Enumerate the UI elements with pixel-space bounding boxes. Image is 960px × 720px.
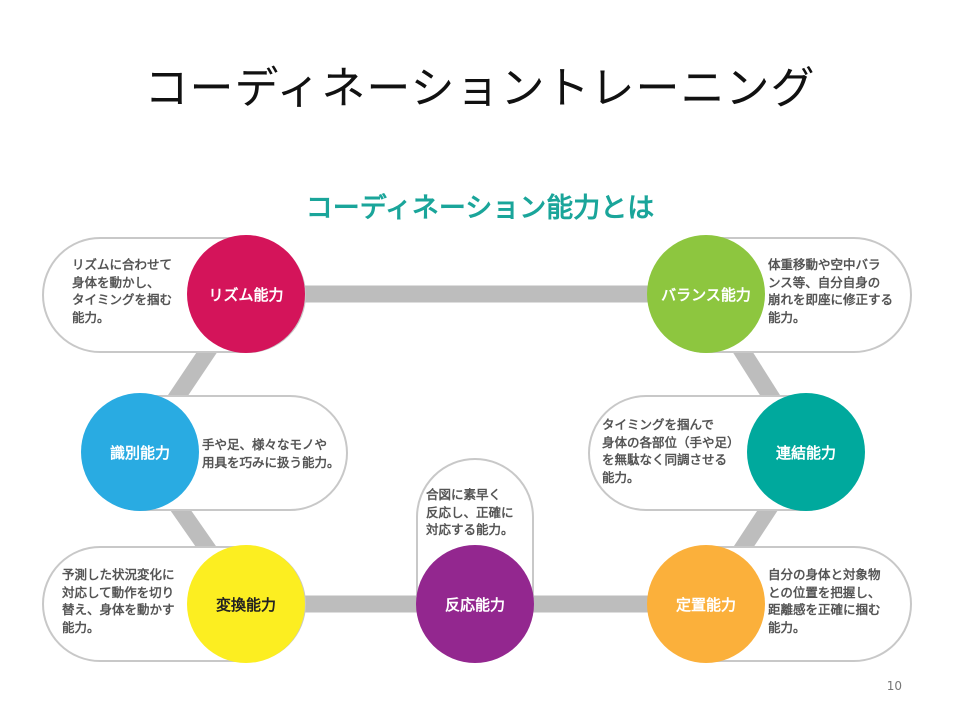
desc-rhythm: リズムに合わせて 身体を動かし、 タイミングを掴む 能力。: [72, 257, 173, 325]
circle-orient: 定置能力: [647, 545, 765, 663]
slide-title: コーディネーショントレーニング: [144, 63, 816, 114]
desc-reaction: 合図に素早く 反応し、正確に 対応する能力。: [426, 487, 514, 537]
label-discern: 識別能力: [109, 443, 170, 462]
label-link: 連結能力: [775, 443, 836, 462]
label-convert: 変換能力: [215, 595, 276, 614]
desc-orient: 自分の身体と対象物 との位置を把握し、 距離感を正確に掴む 能力。: [768, 567, 881, 635]
label-balance: バランス能力: [661, 285, 751, 304]
circle-reaction: 反応能力: [416, 545, 534, 663]
label-reaction: 反応能力: [444, 595, 505, 614]
page-number: 10: [886, 679, 902, 693]
label-orient: 定置能力: [675, 595, 736, 614]
label-rhythm: リズム能力: [208, 285, 284, 304]
desc-balance: 体重移動や空中バラ ンス等、自分自身の 崩れを即座に修正する 能力。: [768, 257, 894, 325]
circle-rhythm: リズム能力: [187, 235, 305, 353]
desc-convert: 予測した状況変化に 対応して動作を切り 替え、身体を動かす 能力。: [62, 567, 175, 635]
circle-link: 連結能力: [747, 393, 865, 511]
circle-balance: バランス能力: [647, 235, 765, 353]
desc-link: タイミングを掴んで 身体の各部位（手や足） を無駄なく同調させる 能力。: [602, 417, 740, 485]
diagram-subtitle: コーディネーション能力とは: [305, 193, 655, 224]
desc-discern: 手や足、様々なモノや 用具を巧みに扱う能力。: [202, 437, 340, 470]
circle-discern: 識別能力: [81, 393, 199, 511]
circle-convert: 変換能力: [187, 545, 305, 663]
